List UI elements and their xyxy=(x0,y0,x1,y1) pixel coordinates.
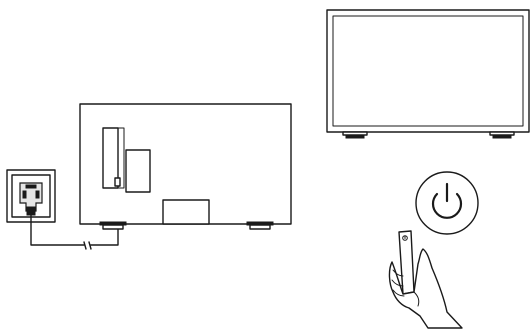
tv-rear-icon xyxy=(79,103,292,230)
power-plug-icon xyxy=(19,182,43,216)
power-icon xyxy=(415,171,479,235)
hand-icon xyxy=(388,248,463,329)
tv-front-icon xyxy=(326,9,530,139)
remote-control-icon xyxy=(398,230,415,295)
